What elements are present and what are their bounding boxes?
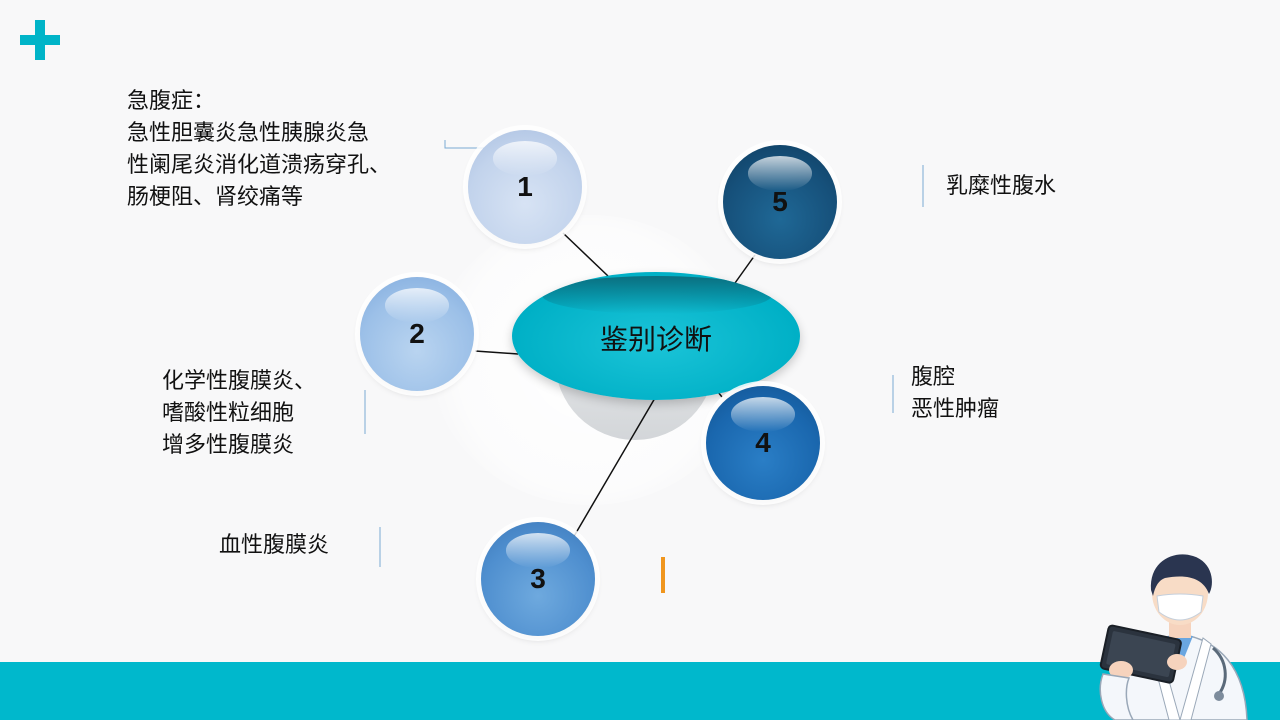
plus-icon: [20, 20, 60, 60]
node-1-line: 肠梗阻、肾绞痛等: [127, 185, 304, 210]
node-2-text: 化学性腹膜炎、 嗜酸性粒细胞 增多性腹膜炎: [162, 366, 316, 462]
node-3-text: 血性腹膜炎: [219, 530, 329, 562]
node-5: 5: [723, 145, 837, 259]
node-1-line: 急性胆囊炎急性胰腺炎急: [127, 121, 370, 146]
node-4-line: 恶性肿瘤: [911, 397, 1000, 422]
center-ellipse: 鉴别诊断: [512, 272, 800, 400]
spoke-3: [572, 397, 656, 539]
node-4: 4: [706, 386, 820, 500]
node-2-line: 化学性腹膜炎、: [162, 369, 317, 394]
spoke-1: [562, 232, 609, 277]
spoke-5: [734, 254, 756, 284]
node-2-line: 增多性腹膜炎: [162, 433, 295, 458]
node-3-number: 3: [530, 563, 546, 594]
node-4-text: 腹腔 恶性肿瘤: [911, 362, 999, 426]
node-1-line: 急腹症：: [127, 89, 216, 114]
node-2: 2: [360, 277, 474, 391]
node-1-number: 1: [517, 171, 533, 202]
node-5-line: 乳糜性腹水: [946, 174, 1057, 199]
node-4-line: 腹腔: [911, 365, 956, 390]
center-title: 鉴别诊断: [599, 323, 712, 356]
node-4-number: 4: [755, 427, 771, 458]
node-5-text: 乳糜性腹水: [946, 171, 1056, 203]
node-1-line: 性阑尾炎消化道溃疡穿孔、: [127, 153, 392, 178]
node-5-number: 5: [772, 186, 788, 217]
node-1: 1: [468, 130, 582, 244]
node-2-number: 2: [409, 318, 425, 349]
orange-marker: [661, 557, 665, 593]
node-3-line: 血性腹膜炎: [219, 533, 330, 558]
spoke-2: [474, 350, 519, 355]
node-1-text: 急腹症： 急性胆囊炎急性胰腺炎急 性阑尾炎消化道溃疡穿孔、 肠梗阻、肾绞痛等: [127, 86, 391, 214]
bottom-bar: [0, 662, 1280, 720]
node-2-line: 嗜酸性粒细胞: [162, 401, 295, 426]
doctor-illustration: [1099, 554, 1248, 720]
node-3: 3: [481, 522, 595, 636]
